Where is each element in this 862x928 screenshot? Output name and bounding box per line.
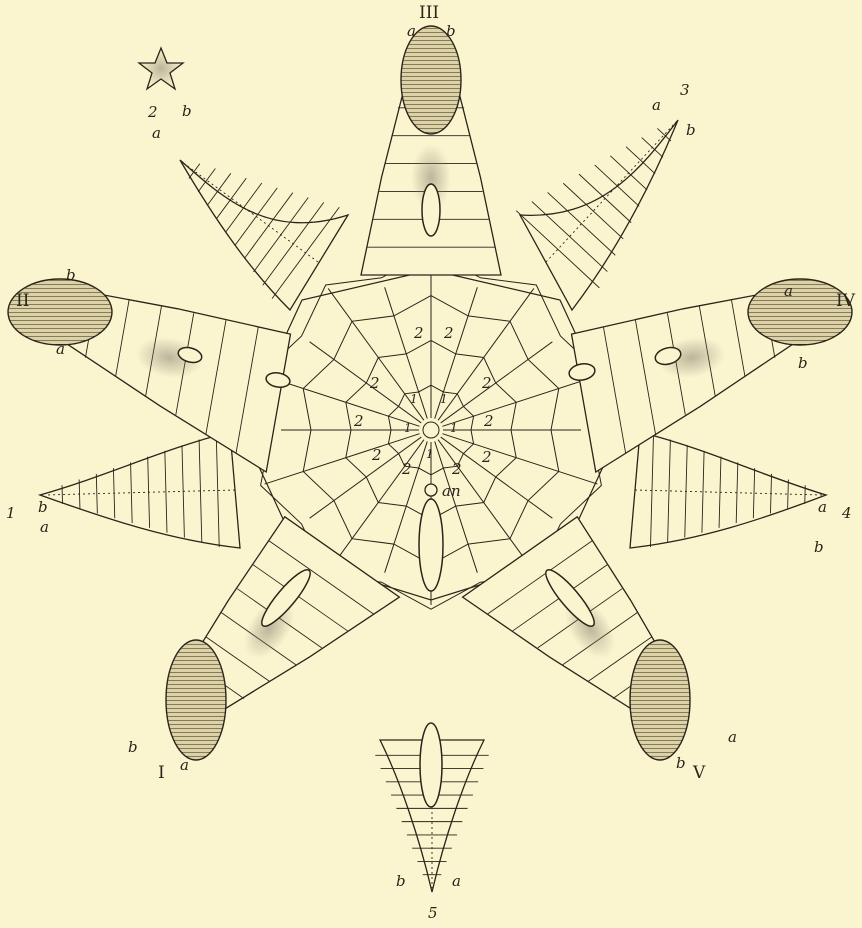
label-a-2: a [152,124,161,142]
label-a-II: a [56,340,65,358]
arm-plate-suture [563,183,623,239]
radial-suture [265,434,420,484]
central-plate [423,422,439,438]
arm-plate-suture [753,468,754,518]
plate-2: 2 [481,448,492,466]
label-num-3: 3 [680,81,690,99]
label-roman-V: V [692,763,706,783]
label-b-I: b [128,738,138,756]
arm-plate-suture [217,178,247,218]
plate-1: 1 [450,421,458,435]
pore-slit [420,723,442,807]
label-num-5: 5 [428,904,438,922]
label-b-4: b [814,538,824,556]
label-b-IV: b [798,354,808,372]
arm-plate-suture [595,165,640,206]
label-b-II: b [66,266,76,284]
plate-1: 1 [440,392,448,406]
hatched-tip [8,279,112,345]
label-a-3: a [652,96,661,114]
hatched-tip [748,279,852,345]
anus-label: an [442,482,461,500]
label-a-1: a [40,518,49,536]
hatched-tip [630,640,690,760]
radial-suture [442,376,597,426]
label-num-4: 4 [841,504,852,522]
arm-plate-suture [96,474,97,514]
label-a-4: a [818,498,827,516]
arm-midline [635,490,822,495]
arm-plate-suture [626,147,655,174]
ambulacral-lobe [463,517,690,760]
label-num-1: 1 [6,504,16,522]
label-a-5: a [452,872,461,890]
plate-1: 1 [410,392,418,406]
arm-plate-suture [788,480,789,509]
arm-plate-suture [207,173,230,205]
label-b-III: b [446,22,456,40]
label-roman-I: I [158,763,165,783]
plate-1: 1 [426,447,434,461]
label-roman-III: III [419,3,439,23]
plate-2: 2 [483,412,494,430]
radial-suture [438,288,534,420]
star-icon [139,48,183,89]
arm-plate-suture [516,211,599,288]
hatched-tip [401,26,461,134]
arm-plate-suture [165,451,167,533]
radial-suture [385,287,428,418]
ambulacral-lobe [572,279,853,472]
arm-plate-suture [131,462,133,523]
label-a-V: a [728,728,737,746]
arm-3 [520,120,678,310]
arm-midline [45,490,235,495]
pore-slit [419,499,443,591]
label-b-5: b [396,872,406,890]
plate-2: 2 [401,460,412,478]
label-a-I: a [180,756,189,774]
label-roman-II: II [16,291,29,311]
arm-plate-suture [702,451,704,533]
label-a-III: a [407,22,416,40]
anus [425,484,437,496]
arm-plate-suture [532,202,607,272]
plate-2: 2 [481,374,492,392]
ambulacral-lobe [8,279,291,472]
label-b-1: b [38,498,48,516]
arm-plate-suture [668,439,671,542]
plate-2: 2 [451,460,462,478]
plate-1: 1 [404,421,412,435]
arm-plate-suture [548,192,616,255]
arm-midline [546,122,676,262]
label-a-IV: a [784,282,793,300]
ambulacral-lobes [8,26,852,760]
plate-2: 2 [369,374,380,392]
label-num-2: 2 [147,103,158,121]
pore-slit [422,184,440,236]
radial-suture [442,434,597,484]
label-b-3: b [686,121,696,139]
arm-plate-suture [226,183,262,232]
label-roman-IV: IV [836,291,856,311]
plate-2: 2 [353,412,364,430]
label-b-V: b [676,754,686,772]
ambulacral-lobe [361,26,501,275]
arm-4 [630,432,826,548]
pores [177,184,683,807]
plate-2: 2 [413,324,424,342]
plate-2: 2 [443,324,454,342]
hatched-tip [166,640,226,760]
label-b-2: b [182,102,192,120]
arm-1 [40,432,240,548]
plate-2: 2 [371,446,382,464]
ambulacral-lobe [166,517,399,760]
arm-plate-suture [657,128,671,141]
